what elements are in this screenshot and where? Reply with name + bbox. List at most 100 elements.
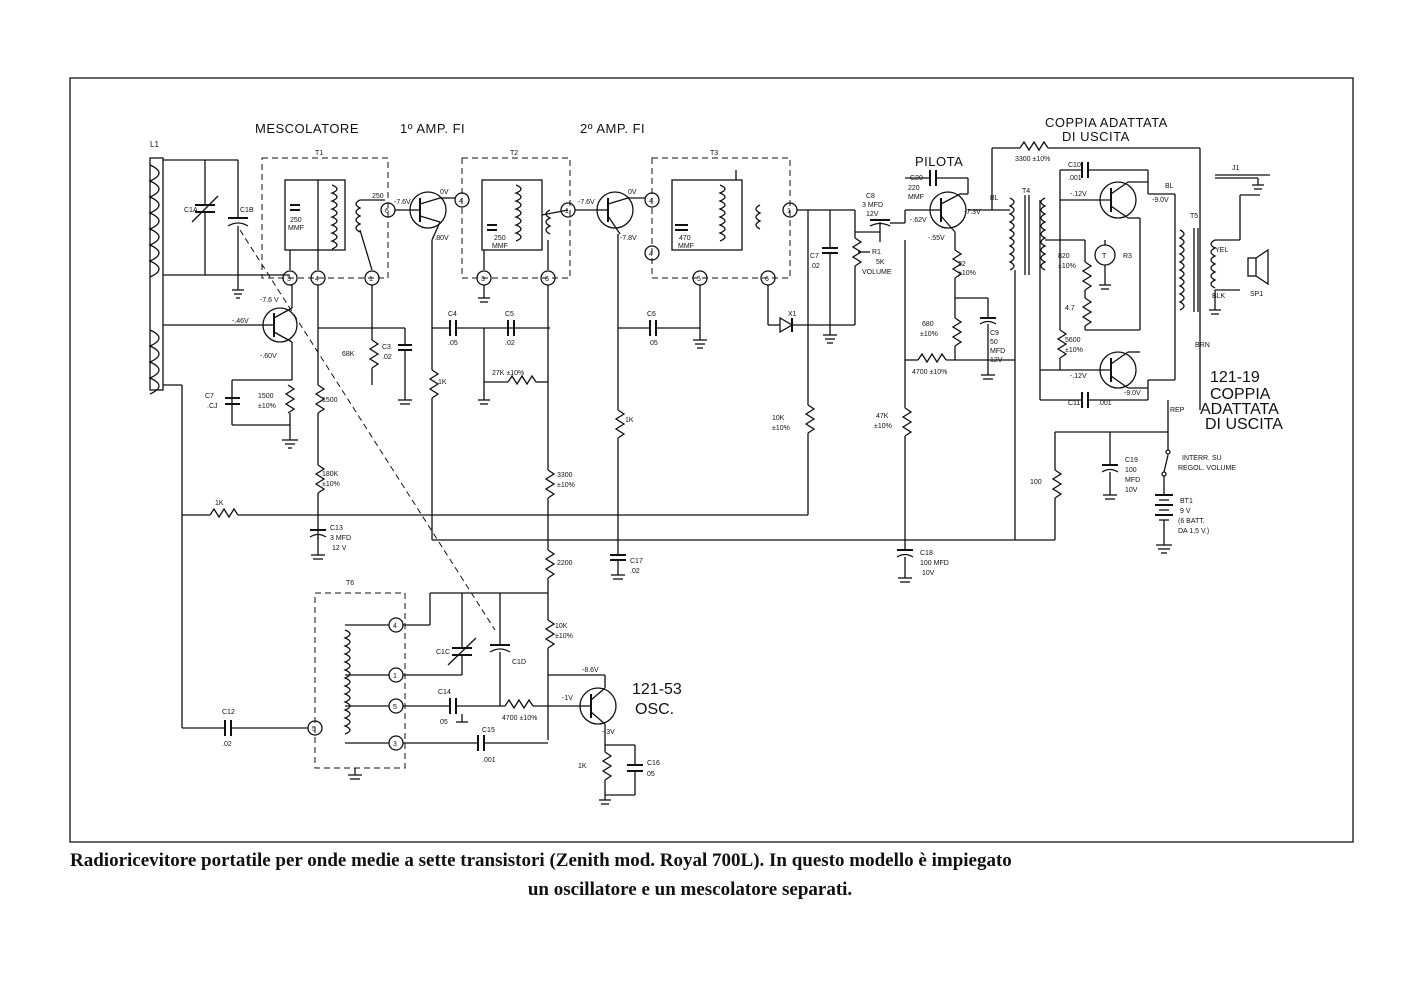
transformer-t3: T3 470 MMF 4 4 5 6 1 C6 05 (618, 150, 798, 349)
svg-text:SP1: SP1 (1250, 291, 1263, 298)
figure-caption: Radioricevitore portatile per onde medie… (60, 846, 1320, 904)
supply-bus: 3300 ±10% 2200 10K ±10% 1K C13 3 MFD 12 … (163, 384, 1055, 740)
svg-text:100: 100 (1125, 467, 1137, 474)
svg-text:1500: 1500 (258, 393, 274, 400)
svg-text:-8.6V: -8.6V (582, 667, 599, 674)
driver-title: PILOTA (915, 154, 963, 169)
svg-text:4: 4 (459, 198, 463, 205)
svg-text:MFD: MFD (990, 348, 1005, 355)
output-pair-title-1: COPPIA ADATTATA (1045, 115, 1168, 130)
svg-text:BL: BL (1165, 183, 1174, 190)
svg-text:±10%: ±10% (555, 633, 573, 640)
svg-text:1: 1 (369, 276, 373, 283)
svg-text:.001: .001 (1068, 175, 1082, 182)
svg-text:6: 6 (385, 208, 389, 215)
svg-text:.02: .02 (810, 263, 820, 270)
svg-text:C3: C3 (382, 344, 391, 351)
oscillator-title: OSC. (635, 701, 674, 718)
mixer-emitter-network: C7 .CJ 1500 ±10% (205, 379, 298, 449)
svg-text:C1D: C1D (512, 659, 526, 666)
svg-text:T2: T2 (510, 150, 518, 157)
svg-text:3300: 3300 (557, 472, 573, 479)
svg-text:-.55V: -.55V (928, 235, 945, 242)
if1-transistor: -7.6V 0V -.80V 1K C4 .05 C5 .02 27K ±10% (394, 189, 550, 540)
output-pair-label-3: DI USCITA (1205, 416, 1283, 433)
svg-text:4: 4 (315, 276, 319, 283)
antenna-coil-l1: L1 (148, 140, 164, 395)
transformer-t2: T2 250 MMF 4 3 6 1 (454, 150, 576, 465)
svg-text:0V: 0V (440, 189, 449, 196)
svg-text:1500: 1500 (322, 397, 338, 404)
svg-text:VOLUME: VOLUME (862, 269, 892, 276)
if1-title: 1º AMP. FI (400, 121, 465, 136)
svg-text:180K: 180K (322, 471, 339, 478)
svg-text:C10: C10 (1068, 162, 1081, 169)
diagram-frame (69, 77, 1354, 843)
svg-text:BRN: BRN (1195, 342, 1210, 349)
if2-title: 2º AMP. FI (580, 121, 645, 136)
tuning-capacitors: C1A C1B (163, 159, 290, 299)
svg-text:L1: L1 (150, 140, 159, 149)
svg-text:±10%: ±10% (1058, 263, 1076, 270)
svg-text:47K: 47K (876, 413, 889, 420)
mixer-title: MESCOLATORE (255, 121, 359, 136)
svg-text:220: 220 (908, 185, 920, 192)
svg-text:680: 680 (922, 321, 934, 328)
svg-text:5: 5 (312, 726, 316, 733)
svg-text:3: 3 (393, 741, 397, 748)
svg-text:1K: 1K (438, 379, 447, 386)
svg-text:REP: REP (1170, 407, 1185, 414)
svg-text:-.12V: -.12V (1070, 373, 1087, 380)
svg-text:-.3V: -.3V (602, 729, 615, 736)
svg-text:T5: T5 (1190, 213, 1198, 220)
svg-text:X1: X1 (788, 311, 797, 318)
svg-text:6: 6 (545, 276, 549, 283)
svg-text:100 MFD: 100 MFD (920, 560, 949, 567)
svg-text:4.7: 4.7 (1065, 305, 1075, 312)
svg-text:C1C: C1C (436, 649, 450, 656)
svg-text:4: 4 (393, 623, 397, 630)
svg-text:-9.0V: -9.0V (1124, 390, 1141, 397)
svg-text:12V: 12V (866, 211, 879, 218)
output-pair-number: 121-19 (1210, 369, 1260, 386)
svg-text:3: 3 (287, 276, 291, 283)
svg-text:100: 100 (1030, 479, 1042, 486)
svg-text:(6 BATT.: (6 BATT. (1178, 518, 1205, 525)
svg-text:C14: C14 (438, 689, 451, 696)
output-pair-label-2: ADATTATA (1200, 401, 1279, 418)
svg-text:1: 1 (393, 673, 397, 680)
svg-text:5600: 5600 (1065, 337, 1081, 344)
driver-transistor: -.62V -7.3V -.55V C20 220 MMF 22 ±10% C9… (874, 170, 1015, 583)
svg-text:-9.0V: -9.0V (1152, 197, 1169, 204)
svg-text:BT1: BT1 (1180, 498, 1193, 505)
svg-text:-.46V: -.46V (232, 318, 249, 325)
svg-text:R1: R1 (872, 249, 881, 256)
svg-text:-7.8V: -7.8V (620, 235, 637, 242)
svg-text:MMF: MMF (908, 194, 924, 201)
svg-text:.02: .02 (505, 340, 515, 347)
svg-text:9 V: 9 V (1180, 508, 1191, 515)
svg-text:R3: R3 (1123, 253, 1132, 260)
transformer-t4: T4 BL (990, 188, 1047, 540)
svg-text:BLK: BLK (1212, 293, 1226, 300)
svg-text:T4: T4 (1022, 188, 1030, 195)
svg-text:-.80V: -.80V (432, 235, 449, 242)
svg-text:12 V: 12 V (332, 545, 347, 552)
svg-text:C18: C18 (920, 550, 933, 557)
svg-text:J1: J1 (1232, 165, 1240, 172)
svg-text:10K: 10K (555, 623, 568, 630)
svg-text:250: 250 (494, 235, 506, 242)
svg-text:C1A: C1A (184, 207, 198, 214)
svg-text:C8: C8 (866, 193, 875, 200)
schematic-diagram: MESCOLATORE 1º AMP. FI 2º AMP. FI PILOTA… (69, 77, 1354, 843)
svg-text:C17: C17 (630, 558, 643, 565)
svg-text:820: 820 (1058, 253, 1070, 260)
svg-text:.02: .02 (222, 741, 232, 748)
svg-text:-.60V: -.60V (260, 353, 277, 360)
svg-text:1K: 1K (578, 763, 587, 770)
svg-text:DA 1,5 V.): DA 1,5 V.) (1178, 528, 1209, 535)
svg-text:INTERR. SU: INTERR. SU (1182, 455, 1222, 462)
svg-text:T1: T1 (315, 150, 323, 157)
svg-text:.02: .02 (382, 354, 392, 361)
svg-text:05: 05 (647, 771, 655, 778)
